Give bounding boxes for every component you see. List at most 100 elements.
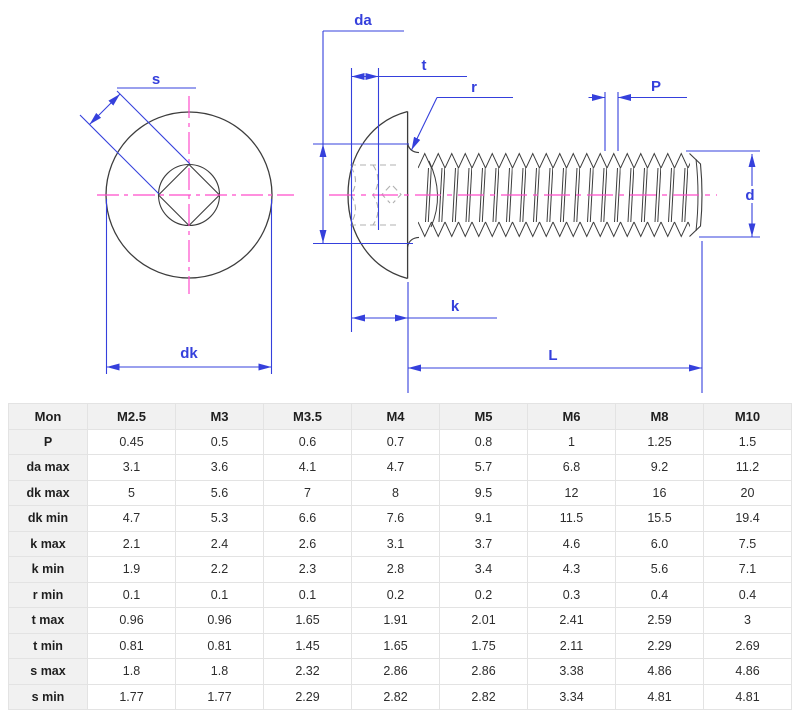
value-cell: 11.5 xyxy=(527,505,616,532)
column-header: M5 xyxy=(439,403,528,430)
value-cell: 4.3 xyxy=(527,556,616,583)
socket-hidden-chevron-right xyxy=(392,185,402,204)
dim-label-t: t xyxy=(422,57,427,74)
neck-fillet-bottom xyxy=(407,236,420,248)
value-cell: 7.5 xyxy=(703,530,792,557)
dim-label-L: L xyxy=(548,347,557,364)
column-header: M6 xyxy=(527,403,616,430)
dim-dk: dk xyxy=(105,199,273,374)
dim-k: k xyxy=(352,282,497,393)
value-cell: 6.6 xyxy=(263,505,352,532)
value-cell: 4.7 xyxy=(351,454,440,481)
dim-P: P xyxy=(588,78,687,151)
dim-label-r: r xyxy=(471,79,477,96)
value-cell: 20 xyxy=(703,479,792,506)
s-extension-lower xyxy=(79,114,160,195)
value-cell: 4.86 xyxy=(615,658,704,685)
value-cell: 0.4 xyxy=(615,581,704,608)
value-cell: 1.77 xyxy=(87,683,176,710)
value-cell: 0.1 xyxy=(263,581,352,608)
value-cell: 5.6 xyxy=(615,556,704,583)
value-cell: 1.9 xyxy=(87,556,176,583)
value-cell: 1.75 xyxy=(439,632,528,659)
row-label: s min xyxy=(8,683,88,710)
row-label: dk min xyxy=(8,505,88,532)
value-cell: 3.34 xyxy=(527,683,616,710)
value-cell: 0.96 xyxy=(87,607,176,634)
value-cell: 4.86 xyxy=(703,658,792,685)
value-cell: 0.81 xyxy=(87,632,176,659)
value-cell: 2.6 xyxy=(263,530,352,557)
value-cell: 2.69 xyxy=(703,632,792,659)
socket-hidden-arc-1 xyxy=(350,166,357,224)
value-cell: 1.65 xyxy=(263,607,352,634)
value-cell: 9.5 xyxy=(439,479,528,506)
dim-label-P: P xyxy=(651,78,661,95)
value-cell: 0.45 xyxy=(87,428,176,455)
dim-label-da: da xyxy=(354,12,372,29)
value-cell: 4.81 xyxy=(703,683,792,710)
value-cell: 1 xyxy=(527,428,616,455)
value-cell: 0.1 xyxy=(175,581,264,608)
dim-t: t xyxy=(350,57,467,332)
value-cell: 1.65 xyxy=(351,632,440,659)
value-cell: 2.59 xyxy=(615,607,704,634)
value-cell: 3.38 xyxy=(527,658,616,685)
screw-tip-chamfer xyxy=(689,153,703,237)
dim-d: d xyxy=(686,150,760,238)
dim-label-k: k xyxy=(451,298,460,315)
value-cell: 2.3 xyxy=(263,556,352,583)
value-cell: 0.96 xyxy=(175,607,264,634)
value-cell: 0.4 xyxy=(703,581,792,608)
row-label: t min xyxy=(8,632,88,659)
dim-label-dk: dk xyxy=(180,345,198,362)
value-cell: 16 xyxy=(615,479,704,506)
dim-label-d: d xyxy=(745,187,754,204)
value-cell: 1.5 xyxy=(703,428,792,455)
corner-header: Mon xyxy=(8,403,88,430)
value-cell: 2.4 xyxy=(175,530,264,557)
value-cell: 2.2 xyxy=(175,556,264,583)
value-cell: 8 xyxy=(351,479,440,506)
d-label-mask xyxy=(743,186,757,203)
value-cell: 0.1 xyxy=(87,581,176,608)
value-cell: 3.7 xyxy=(439,530,528,557)
dim-r: r xyxy=(411,79,513,151)
value-cell: 3.4 xyxy=(439,556,528,583)
row-label: r min xyxy=(8,581,88,608)
value-cell: 9.2 xyxy=(615,454,704,481)
s-dimension-line xyxy=(89,93,121,125)
value-cell: 4.1 xyxy=(263,454,352,481)
value-cell: 0.8 xyxy=(439,428,528,455)
value-cell: 5.7 xyxy=(439,454,528,481)
value-cell: 5.3 xyxy=(175,505,264,532)
value-cell: 1.25 xyxy=(615,428,704,455)
value-cell: 1.77 xyxy=(175,683,264,710)
value-cell: 0.6 xyxy=(263,428,352,455)
value-cell: 1.8 xyxy=(175,658,264,685)
value-cell: 2.41 xyxy=(527,607,616,634)
value-cell: 1.8 xyxy=(87,658,176,685)
value-cell: 0.5 xyxy=(175,428,264,455)
value-cell: 4.81 xyxy=(615,683,704,710)
row-label: dk max xyxy=(8,479,88,506)
front-view-centerlines xyxy=(97,96,294,294)
row-label: P xyxy=(8,428,88,455)
neck-fillet-top xyxy=(407,142,420,154)
column-header: M3.5 xyxy=(263,403,352,430)
dim-L: L xyxy=(408,241,703,393)
value-cell: 2.29 xyxy=(263,683,352,710)
dim-s: s xyxy=(79,71,196,195)
row-label: k min xyxy=(8,556,88,583)
column-header: M3 xyxy=(175,403,264,430)
